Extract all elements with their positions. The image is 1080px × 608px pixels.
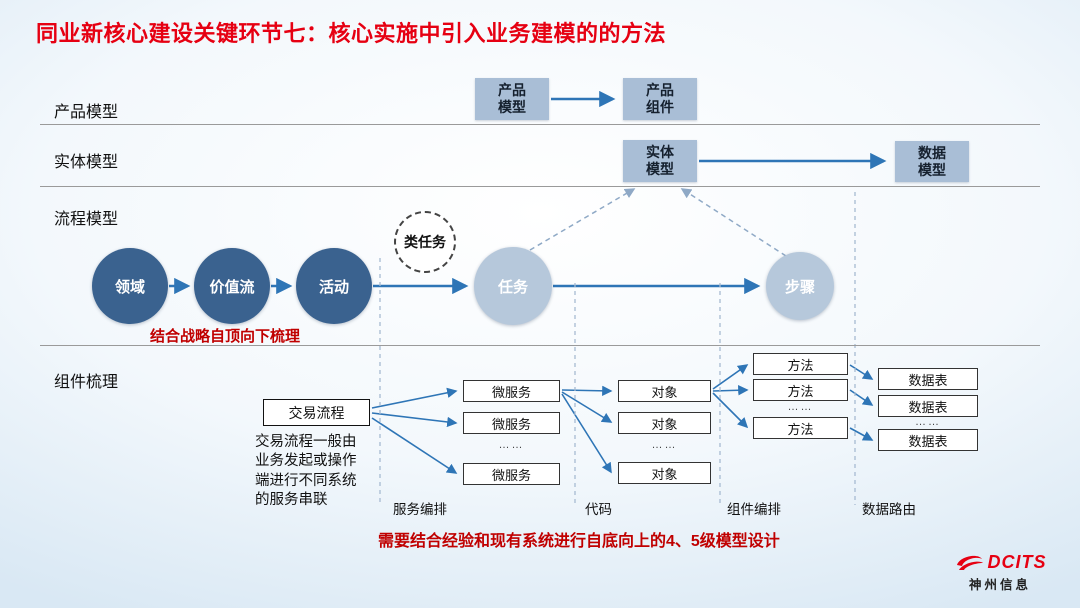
section-label-component-orchestration: 组件编排 bbox=[727, 502, 781, 517]
activity-circle: 活动 bbox=[296, 248, 372, 324]
row-label-component-sort: 组件梳理 bbox=[54, 374, 119, 391]
microservice-box: 微服务 bbox=[463, 463, 560, 485]
dcits-logo: DCITS 神州信息 bbox=[945, 551, 1055, 593]
row-label-product-model: 产品模型 bbox=[54, 104, 119, 121]
value-stream-circle: 价值流 bbox=[194, 248, 270, 324]
data-model-box: 数据 模型 bbox=[895, 141, 969, 182]
domain-circle: 领域 bbox=[92, 248, 168, 324]
method-box: 方法 bbox=[753, 379, 848, 401]
data-table-box: 数据表 bbox=[878, 429, 978, 451]
data-table-box: 数据表 bbox=[878, 368, 978, 390]
method-box: 方法 bbox=[753, 417, 848, 439]
ellipsis-objects: …… bbox=[651, 439, 678, 451]
row-label-entity-model: 实体模型 bbox=[54, 154, 119, 171]
data-table-box: 数据表 bbox=[878, 395, 978, 417]
transaction-flow-box: 交易流程 bbox=[263, 399, 370, 426]
microservice-box: 微服务 bbox=[463, 412, 560, 434]
ellipsis-methods: …… bbox=[787, 401, 814, 413]
product-model-box: 产品 模型 bbox=[475, 78, 549, 120]
method-box: 方法 bbox=[753, 353, 848, 375]
dcits-brand-text: DCITS bbox=[987, 551, 1047, 572]
dcits-logo-icon bbox=[956, 555, 983, 570]
divider bbox=[40, 124, 1040, 125]
section-label-code: 代码 bbox=[585, 502, 612, 517]
object-box: 对象 bbox=[618, 462, 711, 484]
object-box: 对象 bbox=[618, 412, 711, 434]
divider bbox=[40, 186, 1040, 187]
ellipsis-data-tables: …… bbox=[915, 416, 941, 428]
transaction-flow-note: 交易流程一般由 业务发起或操作 端进行不同系统 的服务串联 bbox=[255, 434, 357, 509]
dcits-company-text: 神州信息 bbox=[968, 578, 1031, 592]
section-label-data-routing: 数据路由 bbox=[862, 502, 916, 517]
entity-model-box: 实体 模型 bbox=[623, 140, 697, 182]
microservice-box: 微服务 bbox=[463, 380, 560, 402]
process-note: 结合战略自顶向下梳理 bbox=[150, 328, 301, 345]
step-circle: 步骤 bbox=[766, 252, 834, 320]
section-label-service-orchestration: 服务编排 bbox=[393, 502, 447, 517]
dcits-logo-row: DCITS bbox=[954, 551, 1047, 573]
divider bbox=[40, 345, 1040, 346]
object-box: 对象 bbox=[618, 380, 711, 402]
ellipsis-microservices: …… bbox=[498, 439, 525, 451]
task-circle: 任务 bbox=[474, 247, 552, 325]
page-title: 同业新核心建设关键环节七：核心实施中引入业务建模的的方法 bbox=[36, 21, 667, 46]
task-class-circle: 类任务 bbox=[394, 211, 456, 273]
row-label-process-model: 流程模型 bbox=[54, 211, 119, 228]
bottom-note: 需要结合经验和现有系统进行自底向上的4、5级模型设计 bbox=[378, 533, 780, 550]
product-component-box: 产品 组件 bbox=[623, 78, 697, 120]
